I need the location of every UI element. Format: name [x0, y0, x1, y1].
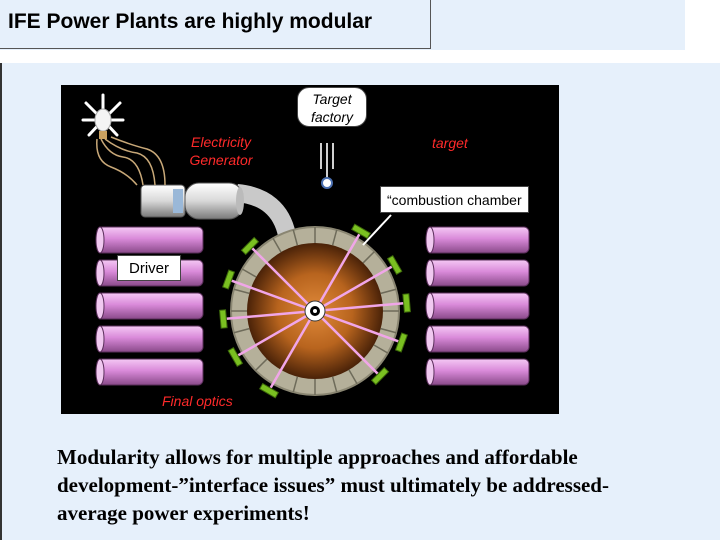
driver-beam [314, 301, 407, 313]
final-optics-label: Final optics [162, 393, 233, 409]
final-optic [370, 366, 390, 386]
driver-tube-end [425, 226, 435, 254]
final-optic [386, 255, 403, 275]
target-icon [304, 300, 326, 322]
chamber-wall-segment [292, 229, 299, 246]
electricity-generator [140, 182, 244, 220]
chamber-wall-segment [292, 376, 299, 393]
driver-tube-end [425, 292, 435, 320]
driver-beams [223, 230, 407, 392]
driver-tube [96, 325, 204, 353]
driver-tube [426, 226, 530, 254]
driver-beam [267, 310, 317, 392]
final-optic [394, 332, 408, 353]
driver-tube-end [425, 358, 435, 386]
chamber-wall-segment [362, 251, 375, 264]
combustion-chamber-label: “combustion chamber [380, 186, 529, 213]
driver-tube [426, 358, 530, 386]
driver-tube [96, 292, 204, 320]
chamber-wall-segment [380, 288, 397, 295]
driver-tube [96, 358, 204, 386]
slide-title: IFE Power Plants are highly modular [8, 10, 373, 33]
final-optic [259, 382, 279, 399]
chamber-wall-segment [241, 268, 257, 278]
driver-tube [426, 292, 530, 320]
chamber-wall-segment [272, 237, 282, 253]
driver-beam [228, 278, 316, 313]
driver-tube [96, 226, 204, 254]
slide-caption: Modularity allows for multiple approache… [57, 445, 609, 525]
final-optic [222, 269, 236, 290]
target-factory-label: Target factory [297, 87, 367, 127]
coolant-pipe [235, 184, 296, 238]
electricity-generator-label: Electricity Generator [189, 134, 253, 168]
driver-tube-end [95, 259, 105, 287]
final-optic [219, 309, 228, 329]
light-bulb-icon [81, 93, 125, 139]
chamber-wall-segment [373, 344, 389, 354]
chamber-pointer [362, 214, 392, 246]
driver-tube-end [95, 292, 105, 320]
driver-beam [313, 230, 363, 312]
final-optic [227, 347, 244, 367]
ife-plant-diagram [61, 85, 559, 414]
chamber-wall-segment [348, 369, 358, 385]
driver-beam [249, 245, 316, 312]
chamber-wall-segment [331, 376, 338, 393]
driver-tube-end [95, 226, 105, 254]
driver-tube-end [95, 325, 105, 353]
chamber-wall-segment [380, 327, 397, 334]
title-frame [0, 0, 431, 49]
driver-tube-end [95, 358, 105, 386]
driver-tube-end [425, 259, 435, 287]
driver-tube [426, 325, 530, 353]
target-label: target [432, 135, 468, 151]
driver-beam [314, 310, 381, 377]
final-optic [402, 293, 411, 313]
driver-tube-end [425, 325, 435, 353]
power-wires [96, 136, 166, 186]
driver-beam [223, 309, 316, 321]
diagram-graphics [81, 93, 530, 399]
target-injector [320, 143, 334, 189]
driver-beam [234, 309, 316, 359]
chamber-wall-segment [331, 229, 338, 246]
final-optic [351, 223, 371, 240]
title-bar: IFE Power Plants are highly modular [0, 0, 685, 50]
driver-beam [314, 309, 402, 344]
chamber-wall-segment [233, 288, 250, 295]
chamber-wall-segment [233, 327, 250, 334]
driver-beam [314, 263, 396, 313]
driver-tube [426, 259, 530, 287]
driver-label: Driver [117, 255, 181, 281]
final-optic [240, 236, 260, 256]
chamber-wall-segment [255, 358, 268, 371]
final-optics-elements [219, 223, 411, 399]
